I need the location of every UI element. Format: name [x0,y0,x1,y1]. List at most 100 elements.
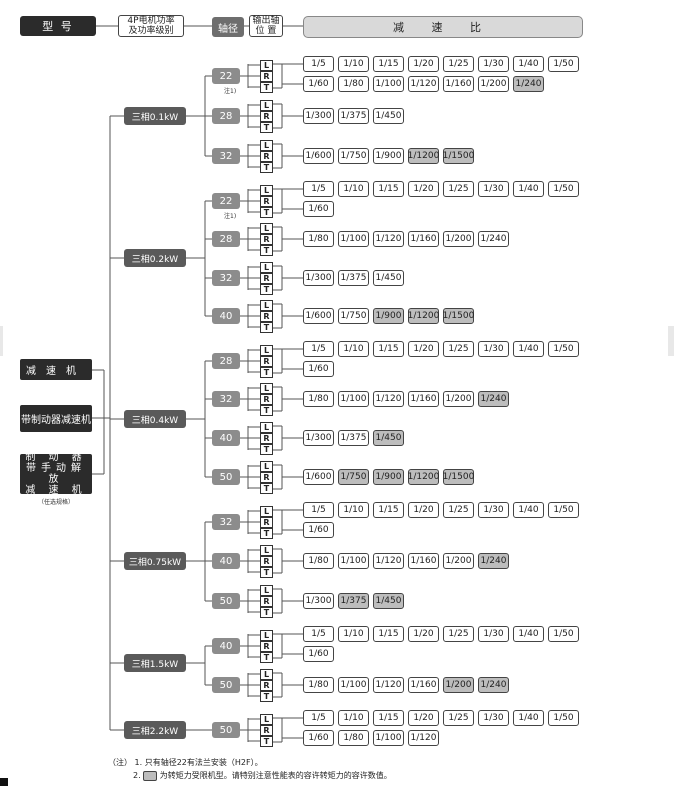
ratio-cell: 1/20 [408,181,439,197]
ratio-cell: 1/20 [408,341,439,357]
ratio-cell: 1/240 [513,76,544,92]
ratio-cell: 1/900 [373,469,404,485]
shaft-size: 40 [212,308,240,324]
shaft-size: 32 [212,514,240,530]
output-position-r: R [260,111,273,122]
footnote-2-prefix: 2. [133,771,141,780]
shaft-size: 40 [212,430,240,446]
ratio-cell: 1/40 [513,56,544,72]
ratio-cell: 1/120 [408,76,439,92]
ratio-cell: 1/160 [408,391,439,407]
ratio-cell: 1/100 [338,677,369,693]
ratio-cell: 1/30 [478,710,509,726]
ratio-cell: 1/80 [303,677,334,693]
option-note: （任选规格） [37,499,74,506]
output-position-t: T [260,691,273,702]
ratio-cell: 1/20 [408,626,439,642]
ratio-cell: 1/10 [338,341,369,357]
page-edge-marker-right [668,326,674,356]
ratio-cell: 1/10 [338,502,369,518]
ratio-cell: 1/10 [338,56,369,72]
ratio-cell: 1/240 [478,553,509,569]
shaft-size: 22 [212,68,240,84]
ratio-cell: 1/80 [303,553,334,569]
ratio-cell: 1/200 [443,391,474,407]
ratio-cell: 1/15 [373,56,404,72]
header-shaft: 轴径 [212,17,244,37]
output-position-t: T [260,162,273,173]
ratio-cell: 1/600 [303,148,334,164]
ratio-cell: 1/30 [478,56,509,72]
output-position-r: R [260,596,273,607]
ratio-cell: 1/60 [303,646,334,662]
shaft-note: 注1) [224,213,237,220]
output-position-l: L [260,585,273,596]
output-position-t: T [260,528,273,539]
ratio-cell: 1/100 [338,231,369,247]
ratio-cell: 1/40 [513,502,544,518]
output-position-l: L [260,223,273,234]
output-position-l: L [260,506,273,517]
ratio-cell: 1/1500 [443,308,474,324]
ratio-cell: 1/10 [338,710,369,726]
header-output-text: 输出轴 位 置 [252,16,280,36]
ratio-cell: 1/20 [408,502,439,518]
ratio-cell: 1/15 [373,181,404,197]
power-label: 三相0.1kW [124,107,186,125]
output-position-t: T [260,207,273,218]
header-shaft-text: 轴径 [218,23,238,35]
output-position-t: T [260,245,273,256]
output-position-r: R [260,196,273,207]
output-position-t: T [260,367,273,378]
ratio-cell: 1/25 [443,56,474,72]
output-position-r: R [260,433,273,444]
footnote-label: （注） [108,758,132,767]
ratio-cell: 1/240 [478,677,509,693]
output-position-l: L [260,185,273,196]
output-position-r: R [260,151,273,162]
output-position-l: L [260,345,273,356]
ratio-cell: 1/25 [443,341,474,357]
output-position-t: T [260,607,273,618]
output-position-l: L [260,60,273,71]
ratio-cell: 1/750 [338,469,369,485]
output-position-t: T [260,444,273,455]
ratio-cell: 1/80 [338,76,369,92]
ratio-cell: 1/80 [303,231,334,247]
ratio-cell: 1/20 [408,710,439,726]
ratio-cell: 1/200 [443,677,474,693]
ratio-cell: 1/50 [548,341,579,357]
ratio-cell: 1/10 [338,181,369,197]
manual-release-text: 制 动 器 带手动解放 减 速 机 [25,452,87,496]
corner-mark [0,778,8,786]
output-position-r: R [260,273,273,284]
output-position-l: L [260,630,273,641]
power-label: 三相0.75kW [124,552,186,570]
ratio-cell: 1/100 [373,76,404,92]
ratio-cell: 1/5 [303,341,334,357]
brake-reducer-text: 带制动器减速机 [21,415,91,426]
ratio-cell: 1/450 [373,270,404,286]
ratio-cell: 1/15 [373,341,404,357]
shaft-size: 50 [212,469,240,485]
ratio-cell: 1/40 [513,710,544,726]
reducer-text: 减速机 [26,366,86,377]
ratio-cell: 1/25 [443,181,474,197]
header-output: 输出轴 位 置 [249,15,283,37]
shaft-size: 40 [212,553,240,569]
ratio-cell: 1/160 [408,553,439,569]
shaft-size: 50 [212,593,240,609]
ratio-cell: 1/750 [338,148,369,164]
ratio-cell: 1/15 [373,710,404,726]
ratio-cell: 1/40 [513,341,544,357]
ratio-cell: 1/120 [373,231,404,247]
header-model-text: 型 号 [42,20,74,33]
ratio-cell: 1/600 [303,308,334,324]
output-position-l: L [260,669,273,680]
footnote-1-text: 1. 只有轴径22有法兰安装（H2F）。 [134,758,263,767]
output-position-r: R [260,641,273,652]
ratio-cell: 1/50 [548,56,579,72]
ratio-cell: 1/240 [478,391,509,407]
output-position-t: T [260,652,273,663]
output-position-t: T [260,405,273,416]
